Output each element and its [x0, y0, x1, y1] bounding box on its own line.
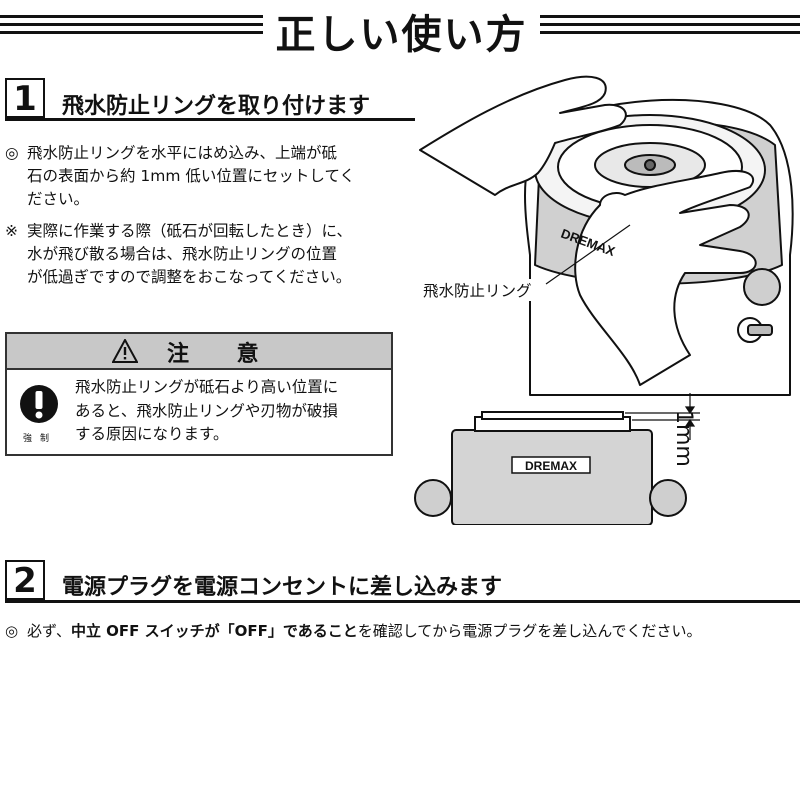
caution-line1: 飛水防止リングが砥石より高い位置に: [75, 378, 339, 396]
header-rule-left: [0, 15, 263, 37]
step1-para2-line3: が低過ぎですので調整をおこなってください。: [27, 268, 352, 286]
caution-title: 注 意: [167, 342, 279, 367]
ring-callout-line: [545, 224, 631, 285]
step2-text-suffix: を確認してから電源プラグを差し込んでください。: [357, 622, 702, 640]
step2-number: 2: [7, 562, 43, 600]
step2-text-bold: 中立 OFF スイッチが「OFF」であること: [70, 622, 358, 640]
step2-text-prefix: 必ず、: [27, 622, 71, 640]
page-title: 正しい使い方: [275, 12, 528, 58]
step1-para1: ◎ 飛水防止リングを水平にはめ込み、上端が砥 石の表面から約 1mm 低い位置にセ…: [5, 142, 395, 211]
brand-label-bottom: DREMAX: [525, 459, 577, 473]
gap-dimension-label: 1mm: [671, 410, 696, 467]
caution-box: 注 意 強制 飛水防止リングが砥石より高い位置に あると、飛水防止リングや刃物が…: [5, 332, 393, 456]
step1-para1-line2: 石の表面から約 1mm 低い位置にセットしてく: [27, 167, 355, 185]
step1-title: 飛水防止リングを取り付けます: [62, 94, 371, 119]
ring-installation-illustration: DREMAX DREMAX: [414, 75, 794, 525]
step2-number-badge: 2: [5, 560, 45, 600]
step1-rule: [5, 118, 415, 121]
caution-line3: する原因になります。: [75, 425, 229, 443]
step1-number-badge: 1: [5, 78, 45, 118]
step1-para2: ※ 実際に作業する際（砥石が回転したとき）に、 水が飛び散る場合は、飛水防止リング…: [5, 220, 397, 289]
mandatory-exclamation-icon: [20, 385, 58, 423]
step1-para1-line3: ださい。: [27, 190, 90, 208]
step2-para: ◎ 必ず、中立 OFF スイッチが「OFF」であることを確認してから電源プラグを差…: [5, 620, 800, 643]
ring-callout-label: 飛水防止リング: [421, 279, 534, 301]
double-circle-mark: ◎: [5, 144, 19, 162]
caution-text: 飛水防止リングが砥石より高い位置に あると、飛水防止リングや刃物が破損 する原因…: [75, 376, 395, 447]
note-mark: ※: [5, 222, 18, 240]
double-circle-mark: ◎: [5, 622, 19, 640]
caution-line2: あると、飛水防止リングや刃物が破損: [75, 401, 338, 420]
mandatory-label: 強制: [23, 434, 58, 444]
step2-rule: [5, 600, 800, 603]
warning-triangle-icon: [112, 339, 138, 363]
step1-para2-line2: 水が飛び散る場合は、飛水防止リングの位置: [27, 245, 338, 263]
caution-header: 注 意: [7, 334, 391, 370]
header-rule-right: [540, 15, 800, 37]
step1-para1-line1: 飛水防止リングを水平にはめ込み、上端が砥: [27, 144, 338, 162]
step1-number: 1: [7, 80, 43, 118]
step1-para2-line1: 実際に作業する際（砥石が回転したとき）に、: [27, 222, 353, 240]
step2-title: 電源プラグを電源コンセントに差し込みます: [62, 575, 503, 600]
